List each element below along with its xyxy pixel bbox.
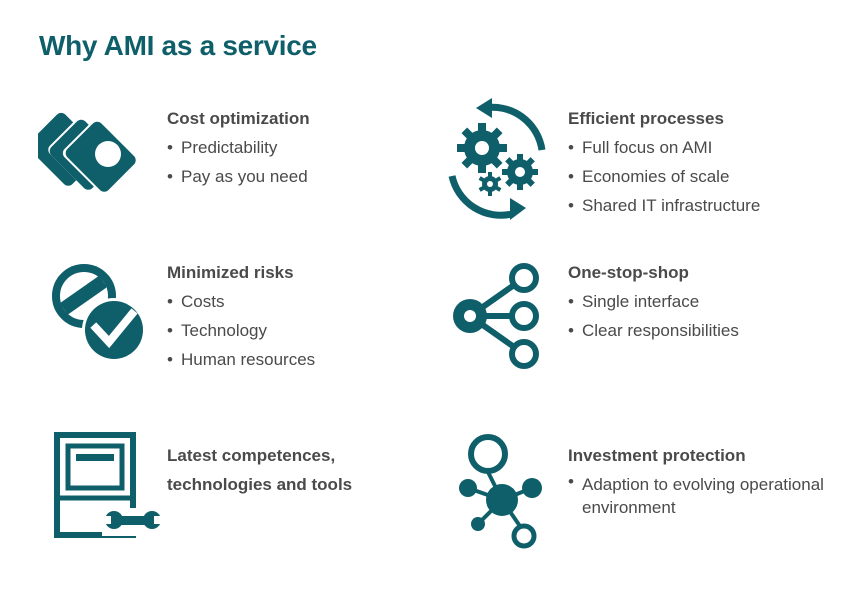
bullet-item: Technology	[167, 316, 427, 345]
hub-network-icon	[456, 432, 546, 555]
share-network-icon	[450, 260, 546, 379]
money-stack-icon	[28, 110, 139, 205]
bullet-item: Economies of scale	[568, 162, 838, 191]
bullet-item: Human resources	[167, 345, 427, 374]
bullet-item: Costs	[167, 287, 427, 316]
page-title: Why AMI as a service	[39, 30, 317, 61]
gears-cycle-icon	[446, 96, 548, 225]
bullet-list: Predictability Pay as you need	[167, 133, 427, 191]
bullet-list: Single interface Clear responsibilities	[568, 287, 838, 345]
bullet-item: Predictability	[167, 133, 427, 162]
benefit-heading: One-stop-shop	[568, 263, 689, 282]
benefit-heading: Efficient processes	[568, 109, 724, 128]
bullet-list: Full focus on AMI Economies of scale Sha…	[568, 133, 838, 220]
bullet-list: Costs Technology Human resources	[167, 287, 427, 374]
bullet-item: Full focus on AMI	[568, 133, 838, 162]
bullet-item: Adaption to evolving operational environ…	[568, 470, 838, 519]
benefit-heading: Cost optimization	[167, 109, 310, 128]
bullet-item: Single interface	[568, 287, 838, 316]
benefit-heading: Investment protection	[568, 446, 746, 465]
bullet-item: Shared IT infrastructure	[568, 191, 838, 220]
bullet-list: Adaption to evolving operational environ…	[568, 470, 838, 519]
bullet-item: Pay as you need	[167, 162, 427, 191]
bullet-item: Clear responsibilities	[568, 316, 838, 345]
tools-panel-icon	[54, 432, 166, 543]
risk-check-icon	[52, 264, 148, 369]
benefit-heading: Latest competences, technologies and too…	[167, 446, 353, 494]
benefit-heading: Minimized risks	[167, 263, 294, 282]
